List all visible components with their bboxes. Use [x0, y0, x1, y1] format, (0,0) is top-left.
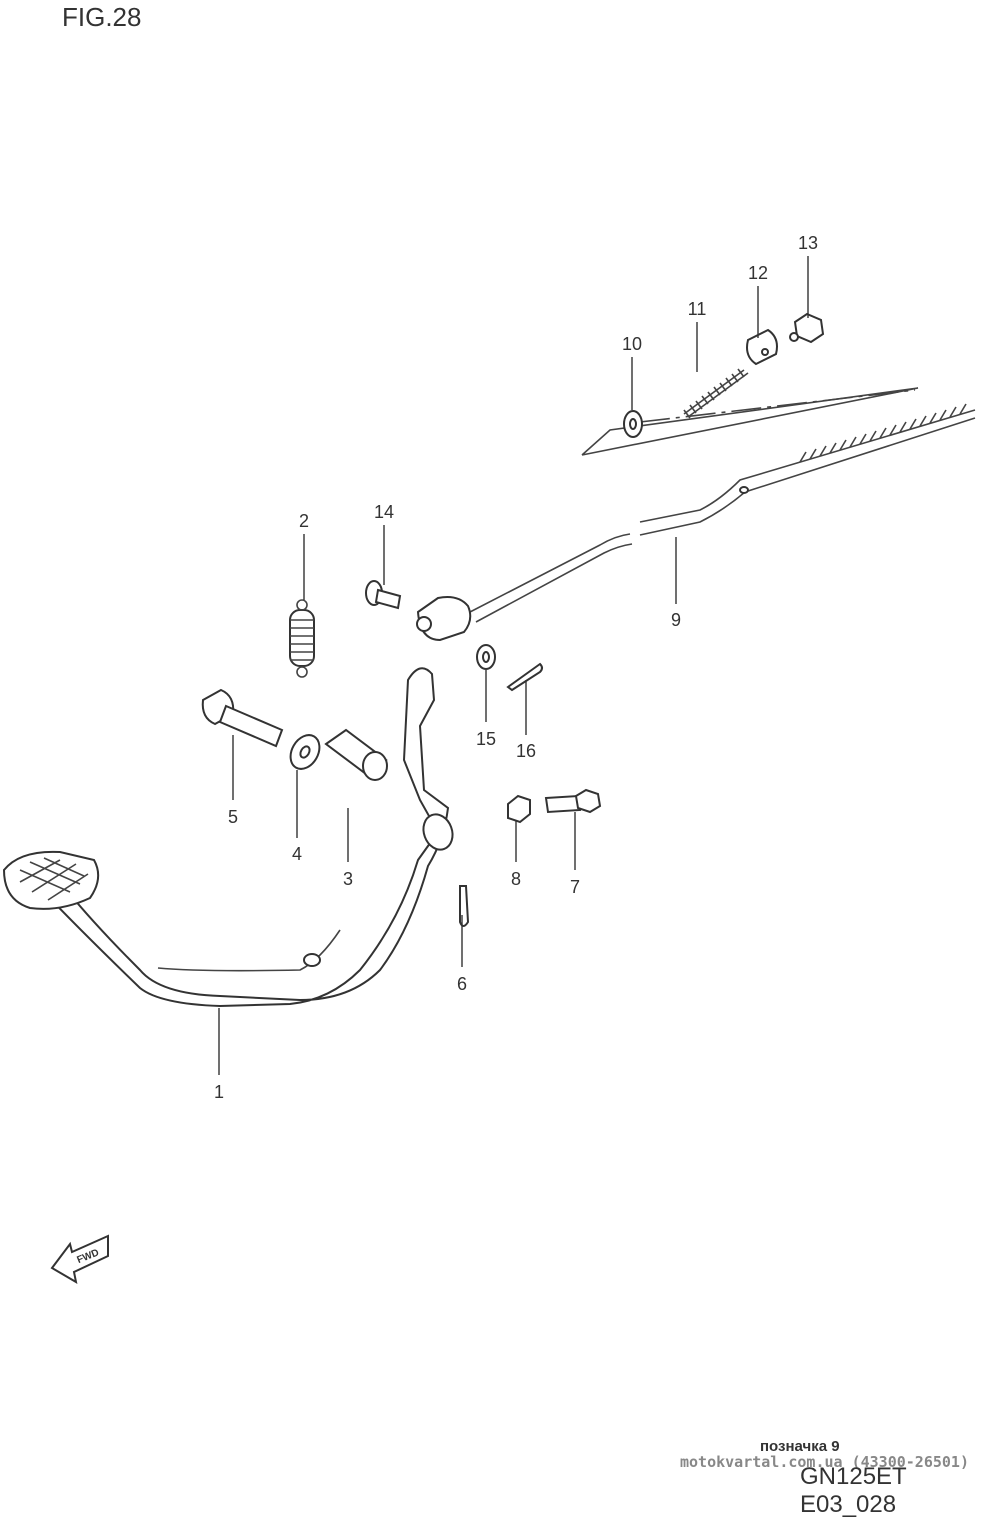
rod-kit-bracket	[581, 387, 919, 456]
part-number-10: 10	[622, 334, 642, 354]
cotter-pin-part-6	[459, 885, 470, 927]
spring-part-11	[683, 368, 749, 419]
part-number-2: 2	[299, 511, 309, 531]
joint-part-12	[746, 328, 778, 366]
part-number-1: 1	[214, 1082, 224, 1102]
washer-part-15	[476, 644, 496, 670]
part-number-15: 15	[476, 729, 496, 749]
washer-part-10	[623, 410, 643, 438]
part-number-13: 13	[798, 233, 818, 253]
pin-part-14	[365, 580, 402, 610]
part-number-4: 4	[292, 844, 302, 864]
drawing-code: GN125ET E03_028	[800, 1463, 907, 1518]
nut-part-8	[507, 794, 531, 824]
part-number-6: 6	[457, 974, 467, 994]
callouts: 1 2 3 4 5 6 7 8 9 10 11 12 13 14 15 16	[214, 233, 818, 1102]
part-number-7: 7	[570, 877, 580, 897]
forward-direction-arrow: FWD	[50, 1234, 109, 1284]
part-number-8: 8	[511, 869, 521, 889]
part-number-3: 3	[343, 869, 353, 889]
brake-pedal-part-1	[2, 667, 454, 1008]
bushing-part-3	[324, 728, 388, 781]
return-spring-part-2	[289, 599, 315, 678]
cotter-pin-part-16	[506, 662, 543, 692]
part-number-12: 12	[748, 263, 768, 283]
washer-part-4	[289, 734, 321, 770]
figure-title: FIG.28	[62, 2, 142, 32]
part-number-14: 14	[374, 502, 394, 522]
part-number-16: 16	[516, 741, 536, 761]
watermark: motokvartal.com.ua (43300-26501)	[680, 1453, 969, 1471]
part-number-11: 11	[688, 299, 707, 319]
footer-note: позначка 9	[760, 1438, 840, 1455]
bolt-part-7	[544, 788, 602, 814]
bolt-part-5	[201, 688, 284, 748]
nut-part-13	[789, 312, 825, 344]
part-number-5: 5	[228, 807, 238, 827]
part-number-9: 9	[671, 610, 681, 630]
rod-part-9	[416, 403, 976, 642]
